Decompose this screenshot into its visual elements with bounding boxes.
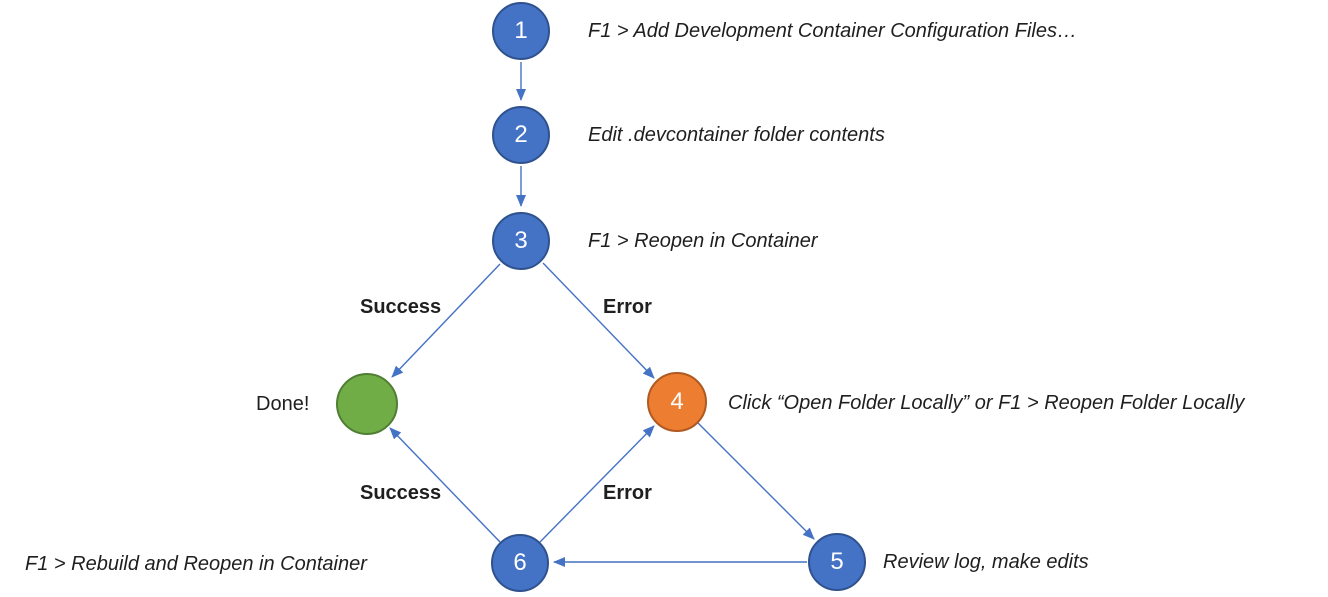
node-step-1: 1	[492, 2, 550, 60]
edge-label-error-top: Error	[603, 296, 652, 318]
node-step-5: 5	[808, 533, 866, 591]
edge-label-success-bottom: Success	[360, 482, 442, 504]
edge-label-success-top: Success	[360, 296, 442, 318]
node-step-2: 2	[492, 106, 550, 164]
label-step-2: Edit .devcontainer folder contents	[588, 124, 885, 146]
node-done	[336, 373, 398, 435]
arrow-3-to-done	[391, 263, 501, 378]
label-step-5: Review log, make edits	[883, 551, 1089, 573]
node-step-6: 6	[491, 534, 549, 592]
node-step-2-number: 2	[514, 121, 528, 148]
label-step-3: F1 > Reopen in Container	[588, 230, 818, 252]
node-step-6-number: 6	[513, 549, 527, 576]
node-step-4: 4	[647, 372, 707, 432]
node-step-1-number: 1	[514, 17, 528, 44]
arrow-6-to-4	[539, 425, 655, 543]
node-step-4-number: 4	[670, 388, 684, 415]
label-step-4: Click “Open Folder Locally” or F1 > Reop…	[728, 392, 1245, 414]
arrow-4-to-5	[697, 422, 815, 540]
label-step-1: F1 > Add Development Container Configura…	[588, 20, 1077, 42]
label-step-6: F1 > Rebuild and Reopen in Container	[25, 553, 367, 575]
node-step-3-number: 3	[514, 227, 528, 254]
arrow-3-to-4	[542, 262, 655, 379]
label-done: Done!	[256, 393, 310, 415]
node-step-3: 3	[492, 212, 550, 270]
edge-label-error-bottom: Error	[603, 482, 652, 504]
node-step-5-number: 5	[830, 548, 844, 575]
arrow-6-to-done	[389, 427, 501, 543]
